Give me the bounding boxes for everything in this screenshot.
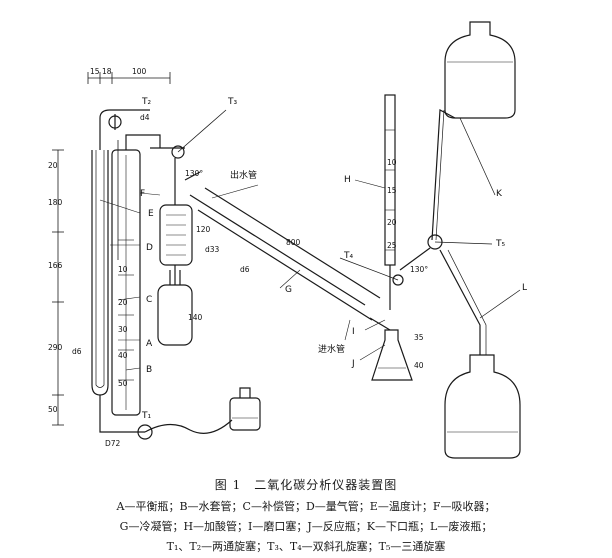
absorber-F (159, 158, 193, 285)
scale-30: 30 (118, 325, 128, 334)
scale-40: 40 (118, 351, 128, 360)
dim-35: 35 (414, 333, 424, 342)
scale-ticks (118, 239, 134, 381)
balance-tube-A (91, 150, 109, 396)
dim-d4: d4 (140, 113, 150, 122)
acid-burette-H (384, 94, 396, 310)
dim-120: 120 (196, 225, 211, 234)
bottom-connection (99, 395, 233, 440)
angle-130-left: 130° (185, 169, 203, 178)
label-L: L (522, 283, 527, 293)
apparatus-diagram: 15 18 100 20 180 166 290 50 10 20 30 40 … (48, 21, 527, 459)
bottle-K (431, 21, 516, 241)
label-I: I (352, 327, 355, 337)
dim-top-18: 18 (102, 67, 112, 76)
dim-140: 140 (188, 313, 203, 322)
label-water-in: 进水管 (318, 343, 345, 355)
dim-top-100: 100 (132, 67, 147, 76)
dim-800: 800 (286, 238, 301, 247)
dim-180: 180 (48, 198, 63, 207)
label-H: H (344, 175, 351, 185)
label-F: F (140, 189, 145, 199)
label-T2: T₂ (141, 97, 151, 107)
label-water-out: 出水管 (230, 169, 257, 181)
label-C: C (146, 295, 152, 305)
figure-title: 图 1 二氧化碳分析仪器装置图 (214, 478, 398, 492)
burette-25: 25 (387, 241, 397, 250)
dim-D72: D72 (105, 439, 121, 448)
label-J: J (351, 359, 355, 369)
dim-d33: d33 (205, 245, 220, 254)
label-T4: T₄ (343, 251, 353, 261)
dim-40: 40 (414, 361, 424, 370)
label-leaders (99, 179, 386, 371)
small-bottle (229, 387, 261, 431)
label-D: D (146, 243, 153, 253)
stopcock-T2 (108, 114, 122, 130)
label-T5: T₅ (495, 239, 505, 249)
legend-line-1: A—平衡瓶；B—水套管；C—补偿管；D—量气管；E—温度计；F—吸收器； (116, 500, 496, 513)
legend-line-3: T₁、T₂—两通旋塞；T₃、T₄—双斜孔旋塞；T₅—三通旋塞 (166, 540, 446, 553)
stopcock-T5 (399, 234, 493, 271)
dim-20-left: 20 (48, 161, 58, 170)
scale-50: 50 (118, 379, 128, 388)
waste-bottle-L (439, 249, 521, 459)
dim-d6-left: d6 (72, 347, 82, 356)
angle-130-right: 130° (410, 265, 428, 274)
label-E: E (148, 209, 154, 219)
stopcock-T4 (339, 257, 404, 286)
label-T1: T₁ (141, 411, 151, 421)
burette-10: 10 (387, 158, 397, 167)
label-K: K (496, 189, 503, 199)
label-G: G (285, 285, 292, 295)
scale-20: 20 (118, 298, 128, 307)
dim-166: 166 (48, 261, 63, 270)
reaction-flask-J (371, 329, 413, 381)
compensation-bulb-C (157, 270, 193, 346)
dim-top-15: 15 (90, 67, 100, 76)
top-dimension-bar (87, 72, 171, 84)
dim-d6-condenser: d6 (240, 265, 250, 274)
water-jacket-B (111, 149, 141, 416)
burette-20: 20 (387, 218, 397, 227)
burette-15: 15 (387, 186, 397, 195)
condenser-G (184, 171, 391, 331)
top-connection-tubes (99, 109, 161, 150)
apparatus-drawing: 15 18 100 20 180 166 290 50 10 20 30 40 … (48, 21, 527, 459)
left-dimension-line (52, 149, 64, 426)
legend-line-2: G—冷凝管；H—加酸管；I—磨口塞；J—反应瓶；K—下口瓶；L—废液瓶； (119, 520, 493, 533)
scale-10: 10 (118, 265, 128, 274)
label-A: A (146, 339, 153, 349)
label-B: B (146, 365, 152, 375)
label-T3: T₃ (227, 97, 237, 107)
stopcock-T3 (150, 109, 227, 159)
dim-50: 50 (48, 405, 58, 414)
dim-290: 290 (48, 343, 63, 352)
